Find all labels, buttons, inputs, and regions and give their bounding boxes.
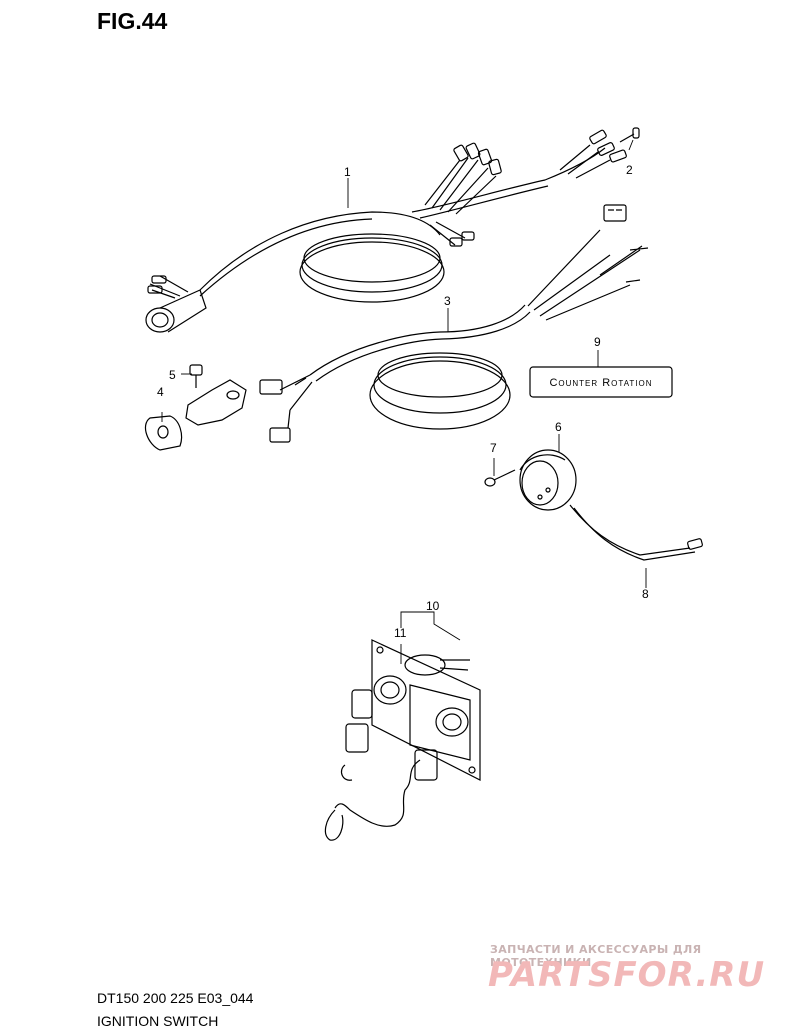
sensor-lead-8[interactable] bbox=[569, 504, 703, 561]
ignition-switch-panel-10[interactable] bbox=[371, 639, 481, 781]
callout-10: 10 bbox=[426, 599, 440, 613]
callout-9: 9 bbox=[594, 335, 601, 349]
callout-3: 3 bbox=[444, 294, 451, 308]
decal-text: Counter Rotation bbox=[549, 377, 652, 389]
callout-7: 7 bbox=[490, 441, 497, 455]
ignition-switch-11[interactable] bbox=[324, 675, 469, 841]
footer-diagram-name: IGNITION SWITCH bbox=[97, 1013, 219, 1029]
wiring-harness-3[interactable] bbox=[259, 204, 649, 443]
decal-9[interactable] bbox=[529, 366, 673, 398]
callout-2: 2 bbox=[626, 163, 633, 177]
clip-4[interactable] bbox=[145, 415, 183, 451]
callout-4: 4 bbox=[157, 385, 164, 399]
callout-8: 8 bbox=[642, 587, 649, 601]
sensor-6[interactable] bbox=[519, 449, 577, 511]
screw-2[interactable] bbox=[619, 127, 640, 143]
bolt-5[interactable] bbox=[189, 364, 203, 388]
bracket[interactable] bbox=[185, 379, 247, 426]
figure-title: FIG.44 bbox=[97, 8, 168, 34]
watermark-subtitle: ЗАПЧАСТИ И АКСЕССУАРЫ ДЛЯ МОТОТЕХНИКИ bbox=[490, 943, 702, 969]
callout-6: 6 bbox=[555, 420, 562, 434]
screw-7[interactable] bbox=[484, 469, 516, 487]
footer-diagram-code: DT150 200 225 E03_044 bbox=[97, 990, 254, 1006]
callout-11: 11 bbox=[394, 626, 407, 640]
wiring-harness-1[interactable] bbox=[145, 129, 627, 333]
watermark-brand[interactable]: PARTSFOR.RU bbox=[488, 955, 766, 995]
leader-lines bbox=[161, 139, 647, 664]
callout-1: 1 bbox=[344, 165, 351, 179]
callout-5: 5 bbox=[169, 368, 176, 382]
